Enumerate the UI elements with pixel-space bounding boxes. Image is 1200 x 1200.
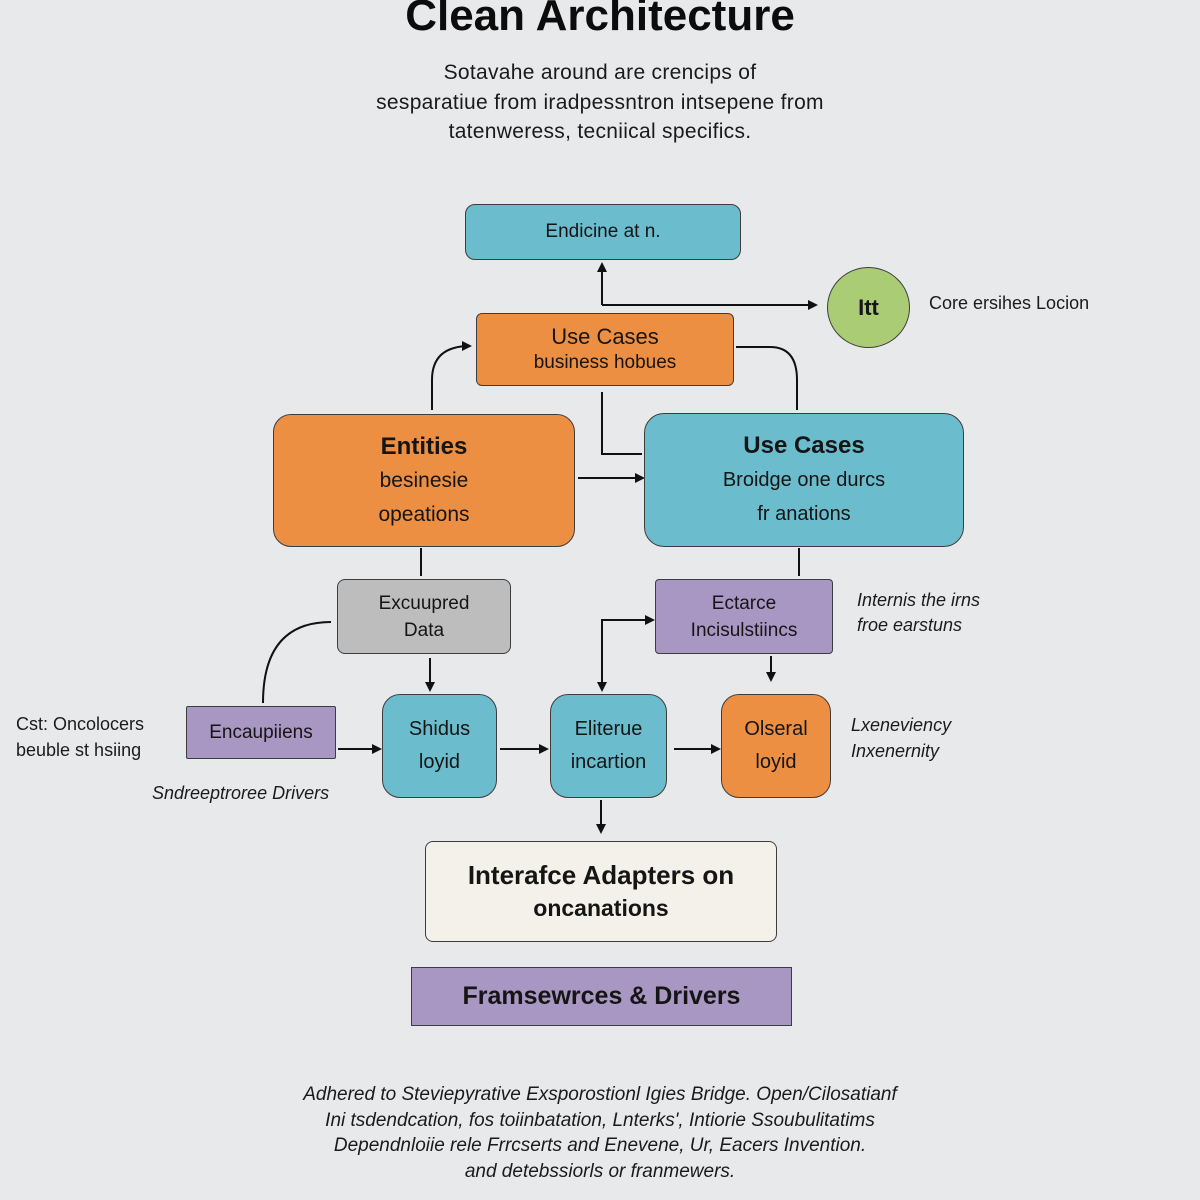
arrow-to-ectarce xyxy=(601,615,655,690)
footer-line: Dependnloiie rele Frrcserts and Enevene,… xyxy=(333,1135,867,1156)
ectarce-note: Internis the irns froe earstuns xyxy=(857,588,980,638)
interface-adapters-line: oncanations xyxy=(533,894,669,921)
use-cases-right-line: Broidge one durcs xyxy=(722,469,886,491)
frameworks-drivers-label: Framsewrces & Drivers xyxy=(462,982,741,1010)
right-note-line: Lxeneviency xyxy=(851,715,952,735)
ectarce-line: Incisulstiincs xyxy=(690,619,798,641)
interface-adapters-box: Interafce Adapters on oncanations xyxy=(425,841,777,942)
footer-line: Ini tsdendcation, fos toiinbatation, Lnt… xyxy=(325,1109,875,1131)
olseral-line: Olseral xyxy=(744,718,808,740)
shidus-line: loyid xyxy=(418,751,461,773)
excepred-data-box: Excuupred Data xyxy=(337,579,511,654)
ectarce-note-line: Internis the irns xyxy=(857,590,981,610)
entities-box: Entities besinesie opeations xyxy=(273,414,575,547)
entities-line: opeations xyxy=(378,502,470,526)
page-title: Clean Architecture xyxy=(405,0,795,40)
left-note: Cst: Oncolocers beuble st hsiing xyxy=(16,711,144,763)
itt-circle-label: Itt xyxy=(858,294,879,320)
shidus-line: Shidus xyxy=(408,718,471,740)
use-cases-right-title: Use Cases xyxy=(743,432,865,459)
use-cases-top-subtitle: business hobues xyxy=(533,351,677,373)
eliterue-box: Eliterue incartion xyxy=(550,694,667,798)
endicine-box-label: Endicine at n. xyxy=(545,221,661,242)
line-usecases-down xyxy=(601,392,642,455)
excepred-line: Data xyxy=(403,619,445,641)
endicine-box: Endicine at n. xyxy=(465,204,741,260)
arrow-entities-to-usecases xyxy=(431,341,472,410)
excepred-line: Excuupred xyxy=(378,592,470,614)
olseral-box: Olseral loyid xyxy=(721,694,831,798)
interface-adapters-line: Interafce Adapters on xyxy=(467,859,735,890)
subtitle-line: tatenweress, tecniical specifics. xyxy=(448,120,752,143)
entities-line: besinesie xyxy=(379,468,469,492)
subtitle: Sotavahe around are crencips of sesparat… xyxy=(250,58,950,147)
left-note-line: Cst: Oncolocers xyxy=(16,714,145,734)
line-excepred-to-encaupliens xyxy=(262,621,332,704)
use-cases-top-box: Use Cases business hobues xyxy=(476,313,734,386)
use-cases-right-box: Use Cases Broidge one durcs fr anations xyxy=(644,413,964,547)
left-note-line: beuble st hsiing xyxy=(16,740,142,760)
eliterue-line: Eliterue xyxy=(574,718,643,740)
right-note: Lxeneviency Inxenernity xyxy=(851,712,951,764)
footer-line: and detebssiorls or franmewers. xyxy=(464,1160,736,1182)
entities-title: Entities xyxy=(380,432,468,460)
footer-text: Adhered to Steviepyrative Exsporostionl … xyxy=(150,1082,1050,1184)
olseral-line: loyid xyxy=(755,751,797,773)
itt-note: Core ersihes Locion xyxy=(929,293,1090,313)
use-cases-right-line: fr anations xyxy=(757,503,851,525)
right-note-line: Inxenernity xyxy=(851,741,940,761)
encaupliens-label: Encaupiiens xyxy=(209,721,313,743)
ectarce-box: Ectarce Incisulstiincs xyxy=(655,579,833,654)
ectarce-note-line: froe earstuns xyxy=(857,615,963,635)
footer-line: Adhered to Steviepyrative Exsporostionl … xyxy=(303,1084,897,1105)
line-usecases-to-right xyxy=(736,346,798,410)
eliterue-line: incartion xyxy=(570,751,647,773)
drivers-note: Sndreeptroree Drivers xyxy=(152,783,330,803)
shidus-box: Shidus loyid xyxy=(382,694,497,798)
subtitle-line: sesparatiue from iradpessntron intsepene… xyxy=(376,90,824,114)
subtitle-line: Sotavahe around are crencips of xyxy=(443,61,757,84)
frameworks-drivers-box: Framsewrces & Drivers xyxy=(411,967,792,1026)
use-cases-top-title: Use Cases xyxy=(551,323,659,349)
encaupliens-box: Encaupiiens xyxy=(186,706,336,759)
itt-circle: Itt xyxy=(827,267,910,348)
ectarce-line: Ectarce xyxy=(711,592,777,614)
